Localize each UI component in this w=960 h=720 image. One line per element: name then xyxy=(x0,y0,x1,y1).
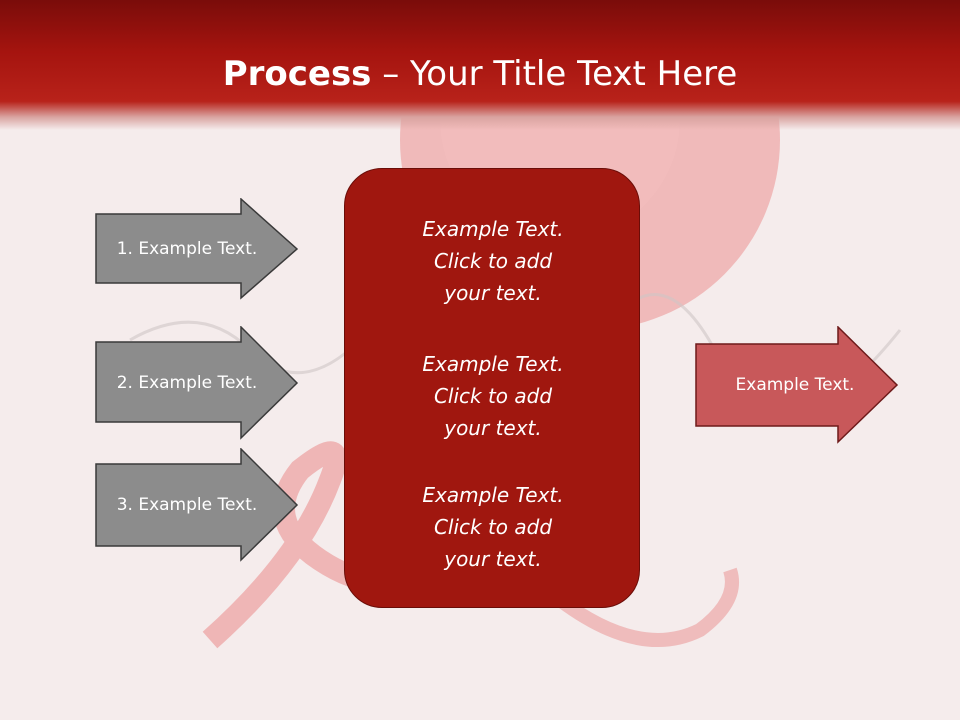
center-block-1-line-2: Click to add xyxy=(433,249,553,273)
right-arrow-label: Example Text. xyxy=(735,375,855,395)
slide-title[interactable]: Process – Your Title Text Here xyxy=(0,50,960,98)
center-block-1-line-3: your text. xyxy=(444,281,542,305)
left-arrow-3-label: 3. Example Text. xyxy=(116,495,258,515)
left-arrow-1-label: 1. Example Text. xyxy=(116,239,258,259)
center-block-1-line-1: Example Text. xyxy=(422,217,564,241)
center-block-2-line-3: your text. xyxy=(444,416,542,440)
left-arrow-1[interactable]: 1. Example Text. xyxy=(95,198,299,300)
center-block-3-line-2: Click to add xyxy=(433,515,553,539)
center-block-1: Example Text. Click to add your text. xyxy=(345,213,641,309)
title-bar xyxy=(0,0,960,130)
center-block-3: Example Text. Click to add your text. xyxy=(345,479,641,575)
center-block-2-line-2: Click to add xyxy=(433,384,553,408)
left-arrow-3[interactable]: 3. Example Text. xyxy=(95,448,299,562)
center-block-3-line-3: your text. xyxy=(444,547,542,571)
left-arrow-2-label: 2. Example Text. xyxy=(116,373,258,393)
title-rest: – Your Title Text Here xyxy=(371,54,738,94)
left-arrow-2[interactable]: 2. Example Text. xyxy=(95,326,299,440)
center-block-2-line-1: Example Text. xyxy=(422,352,564,376)
center-block-3-line-1: Example Text. xyxy=(422,483,564,507)
right-arrow[interactable]: Example Text. xyxy=(695,326,899,444)
center-text-box[interactable]: Example Text. Click to add your text. Ex… xyxy=(344,168,640,608)
title-bold: Process xyxy=(222,54,372,94)
center-block-2: Example Text. Click to add your text. xyxy=(345,348,641,444)
